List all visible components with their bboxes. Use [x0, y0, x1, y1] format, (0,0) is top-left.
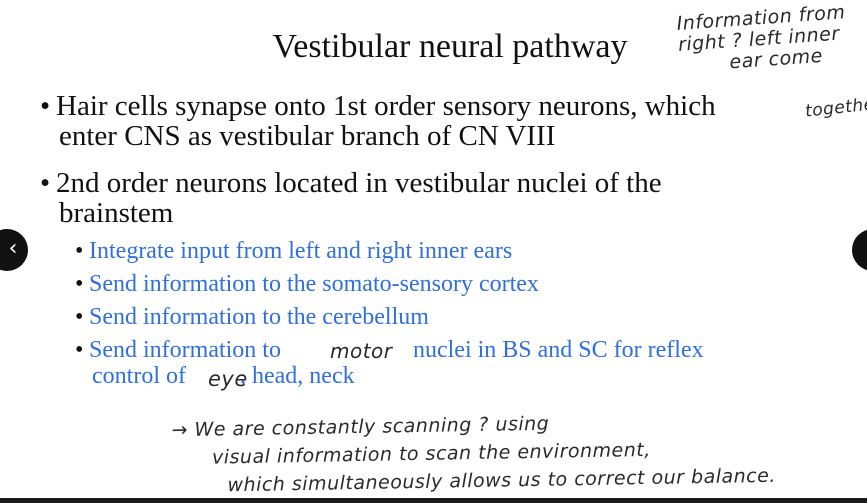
subbullet-text: Integrate input from left and right inne…: [89, 238, 513, 264]
chevron-left-icon: ‹: [8, 236, 18, 261]
subbullet-text-part1: Send information to: [89, 337, 281, 363]
bullet-text-line1: 2nd order neurons located in vestibular …: [56, 167, 662, 199]
handwritten-bottom-note: → We are constantly scanning ? using vis…: [171, 406, 776, 501]
handwritten-corner-note: Information from right ? left inner ear …: [676, 1, 849, 77]
subbullet-text: Send information to the somato-sensory c…: [89, 271, 539, 297]
bullet-text-line2: enter CNS as vestibular branch of CN VII…: [59, 120, 556, 152]
prev-slide-button[interactable]: ‹: [0, 229, 28, 271]
handwritten-eye: eye: [208, 367, 248, 391]
subbullet-integrate-input: •Integrate input from left and right inn…: [75, 238, 512, 264]
subbullet-line2-part1: control of: [92, 363, 186, 389]
bullet-text-line2: brainstem: [59, 197, 174, 229]
subbullet-somatosensory: •Send information to the somato-sensory …: [75, 271, 539, 297]
subbullet-line2-part2: , head, neck: [239, 363, 355, 389]
subbullet-reflex-control: •Send information to nuclei in BS and SC …: [75, 337, 704, 389]
bullet-marker: •: [40, 90, 51, 122]
next-slide-button[interactable]: ›: [852, 229, 867, 271]
subbullet-text-part2: nuclei in BS and SC for reflex: [412, 337, 704, 363]
subbullet-marker: •: [75, 271, 84, 297]
subbullet-marker: •: [75, 304, 84, 330]
bottom-bar: [0, 498, 867, 503]
bullet-second-order-neurons: •2nd order neurons located in vestibular…: [40, 168, 662, 228]
bullet-hair-cells: •Hair cells synapse onto 1st order senso…: [40, 91, 716, 151]
bullet-text-line1: Hair cells synapse onto 1st order sensor…: [56, 90, 716, 122]
handwritten-motor: motor: [330, 339, 393, 363]
subbullet-marker: •: [75, 238, 84, 264]
subbullet-cerebellum: •Send information to the cerebellum: [75, 304, 429, 330]
slide-title: Vestibular neural pathway: [272, 28, 628, 65]
subbullet-marker: •: [75, 337, 84, 363]
handwritten-together: togethe: [804, 94, 867, 122]
bullet-marker: •: [40, 167, 51, 199]
subbullet-text: Send information to the cerebellum: [89, 304, 429, 330]
